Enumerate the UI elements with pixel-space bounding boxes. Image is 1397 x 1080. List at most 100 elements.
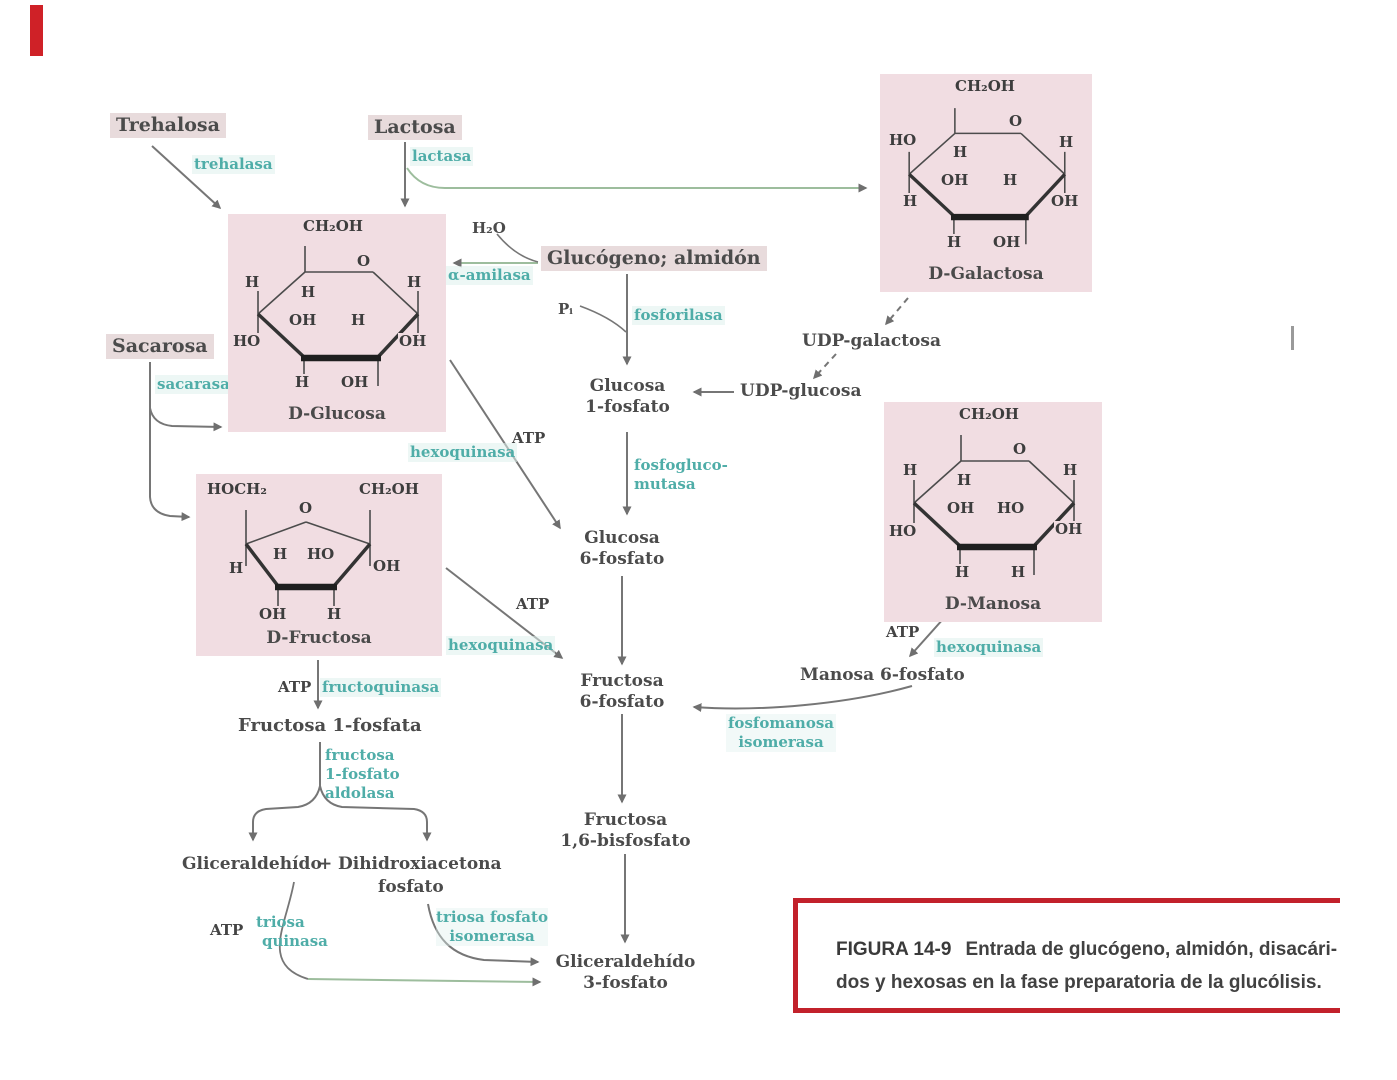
manosa-h-bottom-left: H — [954, 563, 971, 581]
enzyme-triosa-fosfato-isomerasa: triosa fosfato isomerasa — [436, 908, 548, 946]
plus-sign: + — [318, 854, 333, 874]
node-glucogeno-almidon: Glucógeno; almidón — [541, 246, 767, 271]
enzyme-trehalasa: trehalasa — [192, 155, 275, 174]
fructosa-ring-o: O — [298, 499, 314, 517]
node-glucosa-1-fosfato-line1: Glucosa — [589, 376, 666, 396]
manosa-ch2oh: CH₂OH — [948, 406, 1030, 423]
node-manosa-6-fosfato: Manosa 6-fosfato — [800, 665, 965, 685]
sugar-box-fructosa: HOCH₂ O CH₂OH H OH H HO OH H D-Fructosa — [196, 474, 442, 656]
node-sacarosa: Sacarosa — [106, 334, 214, 359]
glucosa-oh-lower-right: OH — [398, 332, 428, 350]
enzyme-fructoquinasa: fructoquinasa — [320, 678, 442, 697]
node-dihidroxiacetona-fosfato: fosfato — [378, 877, 444, 897]
node-g3p-line2: 3-fosfato — [583, 973, 668, 993]
enzyme-fosfoglucomutasa-line1: fosfogluco- — [634, 456, 728, 474]
fructosa-hoch2: HOCH₂ — [206, 480, 268, 498]
enzyme-fructosa-1-fosfato-aldolasa: fructosa 1-fosfato aldolasa — [323, 746, 402, 803]
node-fructosa-6-fosfato: Fructosa 6-fosfato — [572, 671, 672, 713]
enzyme-lactasa: lactasa — [410, 147, 474, 166]
manosa-oh-lower-right: OH — [1054, 520, 1084, 538]
node-fructosa-1-fosfato: Fructosa 1-fosfata — [238, 715, 422, 736]
fructosa-h-bottom-right: H — [326, 605, 343, 623]
galactosa-h-lower-left: H — [902, 192, 919, 210]
fructosa-name: D-Fructosa — [266, 628, 372, 648]
enzyme-tfi-line2: isomerasa — [449, 927, 535, 945]
enzyme-fosfomanosa-isomerasa-line1: fosfomanosa — [727, 714, 835, 732]
node-glucosa-6-fosfato-line1: Glucosa — [584, 528, 660, 548]
caption-text-line2: dos y hexosas en la fase preparatoria de… — [836, 972, 1322, 993]
enzyme-amilasa: α-amilasa — [446, 266, 533, 285]
atp-label: ATP — [886, 623, 920, 641]
node-h2o: H₂O — [472, 219, 506, 237]
enzyme-triosa-quinasa-line1: triosa — [256, 913, 305, 931]
fructosa-oh-bottom-left: OH — [258, 605, 288, 623]
galactosa-ch2oh: CH₂OH — [944, 78, 1026, 95]
node-pi: Pᵢ — [558, 300, 573, 318]
manosa-name: D-Manosa — [944, 594, 1042, 614]
atp-label: ATP — [512, 429, 546, 447]
galactosa-h-upper-right: H — [1058, 133, 1075, 151]
galactosa-h-inner-top: H — [952, 143, 969, 161]
fructosa-ch2oh: CH₂OH — [358, 480, 420, 498]
manosa-ho-inner-right: HO — [996, 499, 1026, 517]
galactosa-ring-drawing — [908, 108, 1067, 245]
sugar-box-galactosa: CH₂OH O HO H H OH H H OH H OH D-Galactos… — [880, 74, 1092, 292]
enzyme-aldolasa-line2: 1-fosfato — [325, 765, 400, 783]
enzyme-hexoquinasa-fructosa: hexoquinasa — [446, 636, 556, 655]
atp-label: ATP — [278, 678, 312, 696]
manosa-h-inner-top: H — [956, 471, 973, 489]
galactosa-oh-inner-left: OH — [940, 171, 970, 189]
glucosa-h-inner-right: H — [350, 311, 367, 329]
glucosa-h-inner-top: H — [300, 283, 317, 301]
node-glucosa-6-fosfato: Glucosa 6-fosfato — [572, 528, 672, 570]
galactosa-name: D-Galactosa — [928, 264, 1044, 284]
glucosa-ring-o: O — [356, 252, 372, 270]
enzyme-tfi-line1: triosa fosfato — [436, 908, 548, 926]
manosa-ring-drawing — [912, 435, 1076, 575]
glucosa-oh-inner-left: OH — [288, 311, 318, 329]
page-edge-mark — [1291, 326, 1294, 350]
caption-text-line1: Entrada de glucógeno, almidón, disacári- — [965, 939, 1338, 960]
node-glucosa-1-fosfato-line2: 1-fosfato — [585, 397, 670, 417]
manosa-oh-inner-left: OH — [946, 499, 976, 517]
fructosa-h-inner-left: H — [272, 545, 289, 563]
enzyme-sacarasa: sacarasa — [155, 375, 232, 394]
enzyme-aldolasa-line1: fructosa — [325, 746, 395, 764]
galactosa-oh-bottom-right: OH — [992, 233, 1022, 251]
node-fructosa-6-fosfato-line2: 6-fosfato — [579, 692, 665, 712]
glucosa-h-bottom-left: H — [294, 373, 311, 391]
fructosa-h-left: H — [228, 559, 245, 577]
caption-line1: FIGURA 14-9 Entrada de glucógeno, almidón… — [836, 933, 1340, 966]
enzyme-fosforilasa: fosforilasa — [632, 306, 725, 325]
enzyme-fosfomanosa-isomerasa-line2: isomerasa — [738, 733, 824, 751]
galactosa-h-bottom-left: H — [946, 233, 963, 251]
node-fructosa-6-fosfato-line1: Fructosa — [580, 671, 664, 691]
enzyme-fosfoglucomutasa-line2: mutasa — [634, 475, 696, 493]
manosa-h-bottom-right: H — [1010, 563, 1027, 581]
red-scan-mark — [30, 5, 43, 56]
node-gliceraldehido-3-fosfato: Gliceraldehído 3-fosfato — [553, 952, 698, 994]
glucosa-h-upper-right: H — [406, 273, 423, 291]
atp-label: ATP — [210, 921, 244, 939]
manosa-h-upper-left: H — [902, 461, 919, 479]
node-g3p-line1: Gliceraldehído — [555, 952, 696, 972]
sugar-box-manosa: CH₂OH O H H H OH HO HO OH H H D-Manosa — [884, 402, 1102, 622]
enzyme-triosa-quinasa-line2: quinasa — [262, 932, 328, 950]
glucosa-h-upper-left: H — [244, 273, 261, 291]
glucosa-ch2oh: CH₂OH — [292, 218, 374, 235]
fructosa-oh-right: OH — [372, 557, 402, 575]
fructosa-ring-drawing — [244, 510, 372, 612]
atp-label: ATP — [516, 595, 550, 613]
node-glucosa-1-fosfato: Glucosa 1-fosfato — [575, 376, 680, 418]
caption-figure-label: FIGURA 14-9 — [836, 939, 952, 960]
node-trehalosa: Trehalosa — [110, 113, 226, 138]
node-udp-glucosa: UDP-glucosa — [740, 381, 862, 401]
node-dihidroxiacetona: Dihidroxiacetona — [338, 854, 502, 874]
glucosa-oh-bottom-right: OH — [340, 373, 370, 391]
node-fructosa-16-bisfosfato-line2: 1,6-bisfosfato — [560, 831, 691, 851]
galactosa-oh-lower-right: OH — [1050, 192, 1080, 210]
enzyme-hexoquinasa-glucosa: hexoquinasa — [408, 443, 518, 462]
enzyme-fosfoglucomutasa: fosfogluco- mutasa — [632, 456, 730, 494]
node-udp-galactosa: UDP-galactosa — [802, 331, 941, 351]
